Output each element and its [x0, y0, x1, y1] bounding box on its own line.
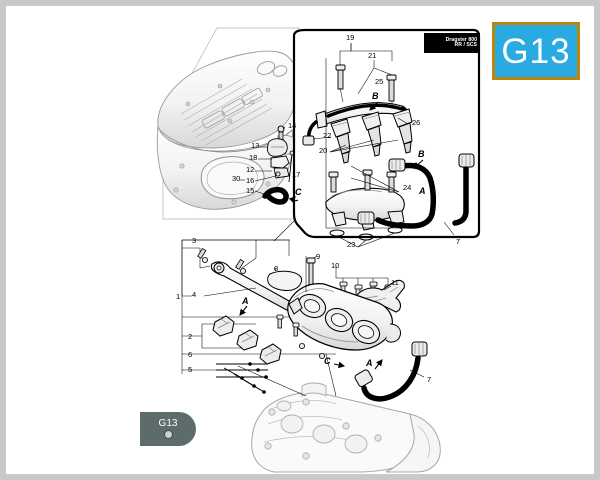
breather-hose: [354, 341, 428, 402]
callout-5: 5: [188, 365, 193, 374]
callout-16: 16: [246, 176, 255, 185]
reference-marker-c2: C: [324, 356, 331, 366]
section-tab-label: G13: [158, 418, 178, 429]
fuel-rail-detail-box: [292, 28, 481, 248]
callout-9: 9: [316, 252, 321, 261]
callout-10: 10: [331, 261, 340, 270]
leader-lines: [182, 220, 337, 397]
throttle-body-assembly: [181, 196, 428, 402]
model-plate-line2: RR / SCS: [454, 42, 477, 48]
callout-15: 15: [246, 186, 255, 195]
callout-14: 14: [288, 121, 297, 130]
diagram-artwork: [156, 27, 481, 473]
reference-marker-a3: A: [419, 186, 426, 196]
callout-7: 7: [427, 375, 432, 384]
section-tab-icon: [163, 430, 173, 439]
callout-1: 1: [176, 292, 181, 301]
lower-fuel-rail: [325, 169, 405, 248]
engine-cylinder-head: [251, 382, 441, 473]
callout-11: 11: [391, 278, 399, 287]
callout-3: 3: [192, 236, 197, 245]
callout-21: 21: [368, 51, 377, 60]
reference-marker-c1: C: [295, 187, 302, 197]
reference-marker-a2: A: [366, 358, 373, 368]
callout-6: 6: [188, 350, 193, 359]
model-identification-plate: Dragster 800 RR / SCS: [424, 33, 480, 53]
diagram-canvas: 1 2 3 4 5 6 7 7 8 9 10 11 12 13 14 15 16…: [6, 6, 594, 474]
callout-13: 13: [251, 141, 260, 150]
throttle-bodies: [287, 283, 401, 351]
callout-4: 4: [192, 290, 197, 299]
model-plate-line1: Dragster 800: [445, 36, 477, 43]
fuel-injector-group: [330, 108, 413, 164]
callout-2: 2: [188, 332, 193, 341]
callout-24: 24: [403, 183, 412, 192]
long-bolt: [306, 255, 318, 289]
callout-23: 23: [347, 240, 356, 249]
reference-marker-b2: B: [418, 149, 425, 159]
throttle-sensors: [212, 314, 325, 365]
air-box-small-parts: [240, 125, 295, 205]
callout-17: 17: [292, 170, 301, 179]
section-tab[interactable]: G13: [140, 412, 196, 446]
section-badge-label: G13: [501, 31, 571, 71]
callout-7b: 7: [456, 237, 461, 246]
callout-19: 19: [346, 33, 355, 42]
callout-22: 22: [323, 131, 332, 140]
reference-marker-a1: A: [242, 296, 249, 306]
callout-12: 12: [246, 165, 255, 174]
callout-18: 18: [249, 153, 258, 162]
callout-8: 8: [274, 264, 279, 273]
reference-marker-b1: B: [372, 91, 379, 101]
shim-plate-group: [216, 362, 268, 394]
section-badge: G13: [492, 22, 580, 80]
callout-20: 20: [319, 146, 328, 155]
intake-gasket: [267, 267, 303, 291]
callout-26: 26: [412, 118, 421, 127]
callout-30: 30: [232, 174, 241, 183]
callout-25: 25: [375, 77, 384, 86]
